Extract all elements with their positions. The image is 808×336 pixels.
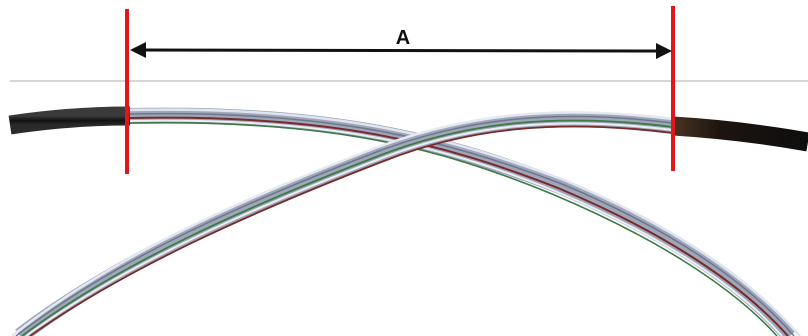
- left-fiber-bundle: [129, 107, 801, 336]
- arrowhead-right-icon: [656, 43, 672, 59]
- arrowhead-left-icon: [130, 42, 146, 58]
- right-fiber-bundle: [11, 111, 674, 336]
- dimension-arrow: [130, 42, 672, 59]
- left-cable-jacket: [8, 106, 131, 135]
- dimension-label: A: [396, 27, 410, 49]
- right-cable-jacket: [672, 116, 808, 152]
